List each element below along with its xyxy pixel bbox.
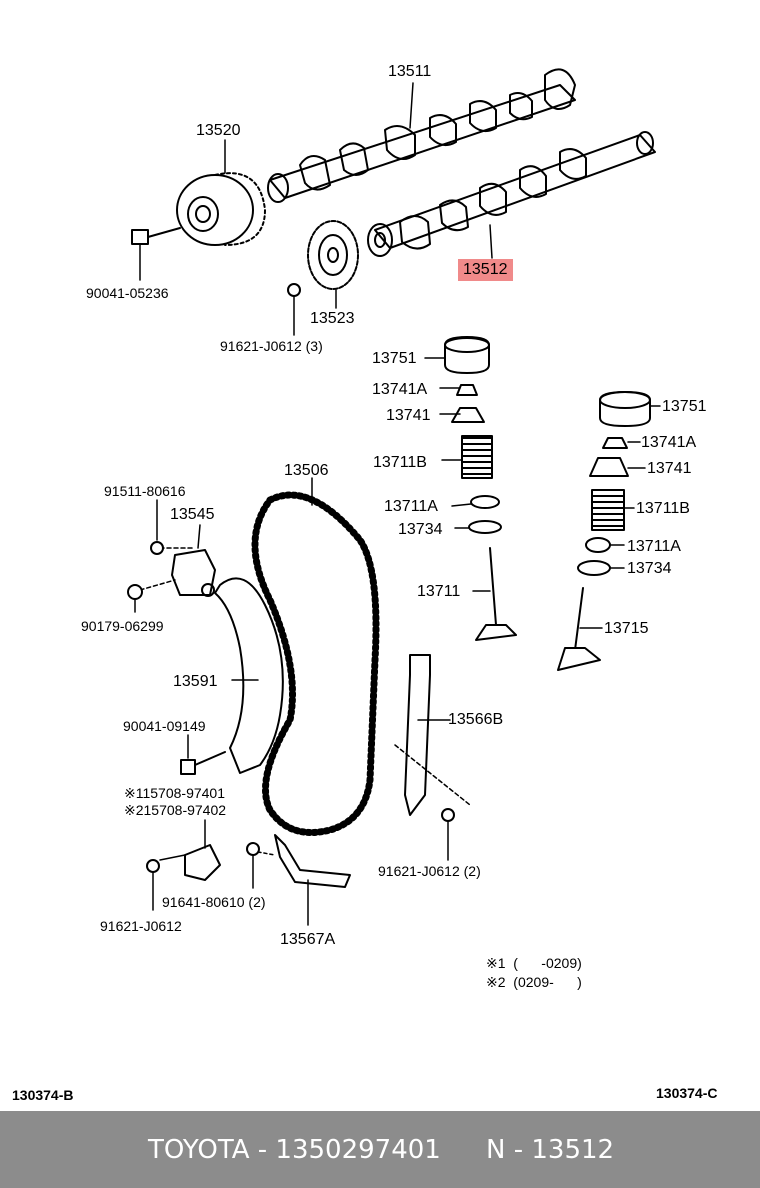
label-91641-80610-2: 91641-80610 (2) xyxy=(162,894,266,910)
label-13734-right: 13734 xyxy=(627,560,672,577)
label-90041-09149: 90041-09149 xyxy=(123,718,206,734)
label-13523: 13523 xyxy=(310,310,355,327)
label-13711a-right: 13711A xyxy=(627,538,681,555)
label-13751-left: 13751 xyxy=(372,350,417,367)
footer-part-number: TOYOTA - 1350297401 xyxy=(148,1135,441,1165)
corner-code-left: 130374-B xyxy=(12,1087,74,1103)
label-13734-left: 13734 xyxy=(398,521,443,538)
bracket-115708 xyxy=(159,819,221,881)
tensioner-13545 xyxy=(139,524,216,597)
label-90041-05236: 90041-05236 xyxy=(86,285,169,301)
label-13567a: 13567A xyxy=(280,931,336,948)
sprocket-13523 xyxy=(307,220,359,309)
chain-guide-13566b xyxy=(394,654,471,816)
label-13512-highlighted: 13512 xyxy=(458,259,513,281)
label-13506: 13506 xyxy=(284,462,329,479)
label-13741-left: 13741 xyxy=(386,407,431,424)
note-serial-1: ※1 ( -0209) xyxy=(486,955,582,971)
vvt-gear-13520 xyxy=(176,139,266,246)
bolt-91511-80616 xyxy=(150,499,164,555)
label-13715: 13715 xyxy=(604,620,649,637)
label-115708-97401: ※115708-97401 xyxy=(124,785,226,801)
label-13751-right: 13751 xyxy=(662,398,707,415)
camshaft-13512 xyxy=(367,131,656,259)
timing-chain-13506 xyxy=(251,477,380,836)
corner-code-right: 130374-C xyxy=(656,1085,718,1101)
parts-diagram xyxy=(127,68,661,926)
label-215708-97402: ※215708-97402 xyxy=(124,802,227,818)
label-13566b: 13566B xyxy=(448,711,504,728)
label-13711a-left: 13711A xyxy=(384,498,438,515)
valve-stack-intake xyxy=(424,336,517,641)
bolt-91621-j0612-3 xyxy=(287,283,301,336)
nut-90179-06299 xyxy=(127,584,143,613)
label-13511: 13511 xyxy=(388,63,432,80)
label-13741a-left: 13741A xyxy=(372,381,428,398)
bolt-90041-05236 xyxy=(131,227,181,281)
label-13545: 13545 xyxy=(170,506,215,523)
label-13591: 13591 xyxy=(173,673,218,690)
label-90179-06299: 90179-06299 xyxy=(81,618,164,634)
label-91621-j0612-2: 91621-J0612 (2) xyxy=(378,863,481,879)
bolt-91641-80610-2 xyxy=(246,842,276,889)
bolt-91621-j0612-2 xyxy=(441,808,455,861)
bolt-90041-09149 xyxy=(180,734,226,775)
label-91621-j0612: 91621-J0612 xyxy=(100,918,182,934)
chain-damper-13567a xyxy=(274,834,351,926)
label-13741a-right: 13741A xyxy=(641,434,697,451)
valve-stack-exhaust xyxy=(557,391,661,671)
footer-bar: TOYOTA - 1350297401 N - 13512 xyxy=(0,1111,760,1188)
label-13741-right: 13741 xyxy=(647,460,692,477)
camshaft-13511 xyxy=(267,68,576,203)
label-13711: 13711 xyxy=(417,583,461,600)
chain-guide-13591 xyxy=(214,577,284,774)
label-91511-80616: 91511-80616 xyxy=(104,483,186,499)
label-91621-j0612-3: 91621-J0612 (3) xyxy=(220,338,323,354)
label-13711b-right: 13711B xyxy=(636,500,690,517)
bolt-91621-j0612 xyxy=(146,859,160,911)
label-13711b-left: 13711B xyxy=(373,454,427,471)
footer-ref-number: N - 13512 xyxy=(486,1135,615,1165)
note-serial-2: ※2 (0209- ) xyxy=(486,974,582,990)
label-13520: 13520 xyxy=(196,122,241,139)
